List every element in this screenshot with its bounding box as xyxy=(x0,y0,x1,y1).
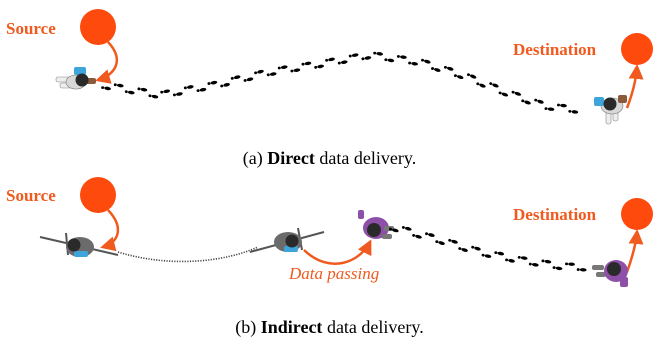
bike-trail xyxy=(117,246,259,263)
footprint-icon xyxy=(528,262,539,267)
walker-icon xyxy=(592,260,628,287)
footprint-icon xyxy=(412,234,422,239)
footprint-icon xyxy=(172,92,183,97)
caption-b-prefix: (b) xyxy=(235,317,261,337)
footprint-icon xyxy=(137,87,148,92)
footprint-icon xyxy=(183,85,194,90)
caption-a-suffix: data delivery. xyxy=(314,148,417,168)
panel-a xyxy=(55,9,653,125)
footprint-icon xyxy=(565,262,575,266)
footprint-icon xyxy=(254,69,264,75)
footprint-icon xyxy=(373,51,384,56)
destination-node-a xyxy=(621,33,653,65)
footprint-icon xyxy=(511,90,522,96)
footprint-icon xyxy=(448,238,458,244)
footprint-icon xyxy=(544,107,555,111)
destination-label-a: Destination xyxy=(513,40,597,59)
footprint-icon xyxy=(230,75,241,80)
footprint-icon xyxy=(401,226,412,231)
footprint-icon xyxy=(466,73,477,79)
footprint-icon xyxy=(471,245,481,251)
data-passing-label: Data passing xyxy=(289,264,380,283)
footprint-icon xyxy=(290,68,301,73)
footprint-icon xyxy=(552,266,563,271)
footprints-trail-b xyxy=(389,226,587,272)
footprint-icon xyxy=(207,80,218,85)
data-passing-arrow xyxy=(303,239,372,265)
footprint-icon xyxy=(421,58,431,64)
source-arrow-a xyxy=(95,41,119,84)
caption-a-bold: Direct xyxy=(267,148,315,168)
cyclist-icon xyxy=(39,232,119,257)
footprint-icon xyxy=(443,65,454,71)
footprint-icon xyxy=(517,255,528,260)
footprint-icon xyxy=(435,240,445,245)
footprint-icon xyxy=(534,98,544,104)
panel-b xyxy=(39,177,653,287)
footprint-icon xyxy=(124,90,135,95)
source-label-a: Source xyxy=(6,19,56,38)
footprint-icon xyxy=(348,53,359,58)
footprint-icon xyxy=(476,82,486,88)
cyclist-icon xyxy=(249,227,325,253)
source-arrow-b xyxy=(100,209,120,252)
footprint-icon xyxy=(266,72,277,77)
footprint-icon xyxy=(541,259,552,264)
footprint-icon xyxy=(498,91,509,97)
footprint-icon xyxy=(521,99,531,105)
caption-b-bold: Indirect xyxy=(260,317,323,337)
caption-b: (b) Indirect data delivery. xyxy=(0,318,659,336)
footprint-icon xyxy=(160,89,171,94)
footprints-trail-a xyxy=(101,51,579,114)
footprint-icon xyxy=(408,61,418,66)
footprint-icon xyxy=(481,253,492,258)
caption-b-suffix: data delivery. xyxy=(322,317,424,337)
footprint-icon xyxy=(243,77,254,82)
caption-a: (a) Direct data delivery. xyxy=(0,149,659,167)
destination-node-b xyxy=(621,198,653,230)
source-label-b: Source xyxy=(6,186,56,205)
footprint-icon xyxy=(113,83,124,88)
footprint-icon xyxy=(196,87,207,93)
footprint-icon xyxy=(576,268,587,272)
footprint-icon xyxy=(458,247,468,252)
destination-label-b: Destination xyxy=(513,205,597,224)
footprint-icon xyxy=(453,74,464,80)
caption-a-prefix: (a) xyxy=(242,148,268,168)
footprint-icon xyxy=(431,67,441,72)
destination-arrow-b xyxy=(625,229,644,273)
footprint-icon xyxy=(277,65,288,70)
footprint-icon xyxy=(489,82,499,88)
footprint-icon xyxy=(494,251,505,256)
footprint-icon xyxy=(384,58,395,63)
footprint-icon xyxy=(361,56,372,61)
footprint-icon xyxy=(325,57,335,62)
source-node-b xyxy=(80,177,116,213)
footprint-icon xyxy=(425,232,435,237)
source-node-a xyxy=(80,9,116,45)
footprint-icon xyxy=(301,61,312,66)
walker-icon xyxy=(55,67,96,90)
footprint-icon xyxy=(220,82,230,88)
footprint-icon xyxy=(101,86,111,91)
footprint-icon xyxy=(505,258,515,263)
footprint-icon xyxy=(337,60,348,65)
destination-arrow-a xyxy=(625,64,644,109)
walker-icon xyxy=(594,95,627,125)
footprint-icon xyxy=(568,109,579,114)
walker-icon xyxy=(358,210,394,239)
footprint-icon xyxy=(396,55,407,59)
footprint-icon xyxy=(556,103,567,108)
footprint-icon xyxy=(148,94,159,99)
footprint-icon xyxy=(314,64,324,69)
footprint-icon xyxy=(389,227,399,233)
